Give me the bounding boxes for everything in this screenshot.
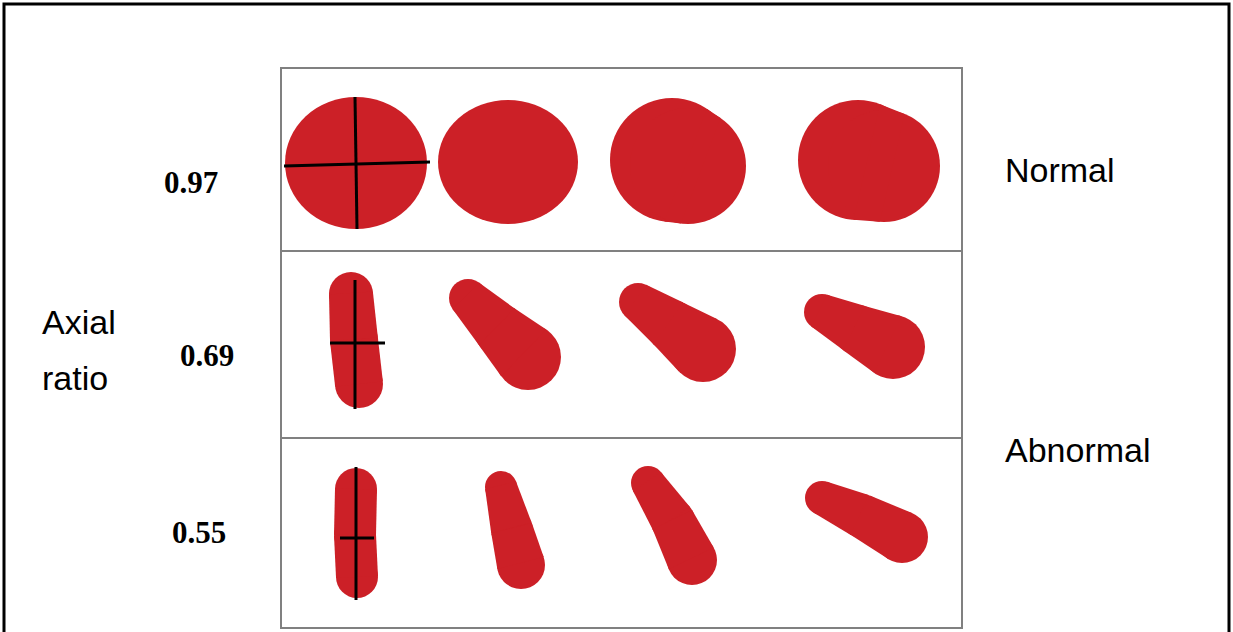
red-blood-cell xyxy=(798,100,940,222)
cell-part xyxy=(329,292,378,341)
cell-part xyxy=(843,306,901,373)
side-label: Abnormal xyxy=(1005,431,1151,470)
cell-part xyxy=(653,303,718,372)
row-divider xyxy=(281,437,962,439)
red-blood-cell xyxy=(329,272,383,408)
axis-line xyxy=(340,537,374,540)
cell-part xyxy=(630,108,746,224)
side-label: Normal xyxy=(1005,151,1115,190)
axis-line xyxy=(355,97,357,229)
red-blood-cell xyxy=(619,283,736,382)
axis-line xyxy=(330,342,385,345)
red-blood-cell xyxy=(449,279,561,390)
cell-part xyxy=(491,523,543,569)
red-blood-cell xyxy=(805,481,928,563)
red-blood-cell xyxy=(610,98,746,224)
axial-ratio-value: 0.97 xyxy=(164,165,218,201)
cell-part xyxy=(853,104,904,222)
row-divider xyxy=(281,250,962,252)
table-frame xyxy=(281,68,962,628)
red-blood-cell xyxy=(804,294,925,379)
red-blood-cell xyxy=(438,100,578,224)
red-blood-cell xyxy=(485,471,545,589)
cell-part xyxy=(479,308,546,376)
axial-ratio-value: 0.55 xyxy=(172,515,226,551)
cell-part xyxy=(664,109,720,224)
outer-frame xyxy=(4,4,1229,632)
axis-line xyxy=(355,467,358,600)
cell-part xyxy=(850,496,912,559)
cell-part xyxy=(653,510,714,569)
red-blood-cell xyxy=(631,466,717,585)
axial-ratio-value: 0.69 xyxy=(180,338,234,374)
side-label: Axial ratio xyxy=(42,294,154,406)
